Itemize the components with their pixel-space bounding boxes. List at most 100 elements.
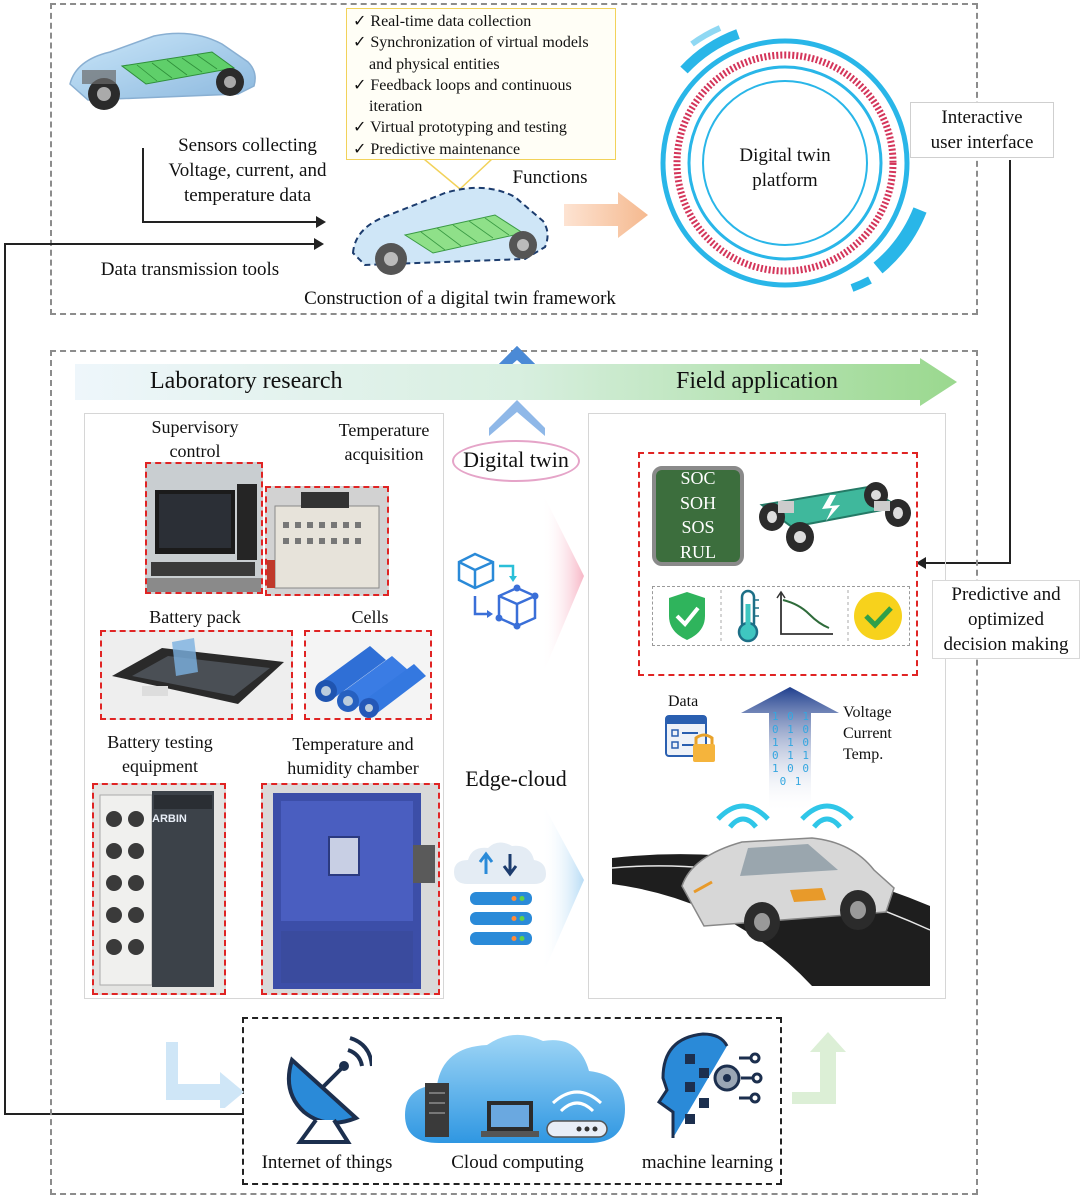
platform-label: Digital twin platform xyxy=(725,143,845,193)
enabling-technologies-box xyxy=(242,1017,782,1185)
thermometer-icon xyxy=(737,589,759,643)
temperature-acquisition-photo xyxy=(265,486,389,596)
digital-twin-oval xyxy=(452,440,580,482)
field-dashboard xyxy=(638,452,918,676)
battery-pack-photo xyxy=(100,630,293,720)
function-item: and physical entities xyxy=(369,55,500,73)
twin-flow-arrow xyxy=(542,492,584,676)
arbin-brand: ARBIN xyxy=(152,813,187,825)
signal-current: Current xyxy=(843,725,892,742)
interactive-line-2: user interface xyxy=(930,132,1034,153)
faint-up-arrow xyxy=(792,1032,846,1104)
binary-row: 0 1 0 xyxy=(771,723,811,736)
digital-twin-car-illustration xyxy=(351,186,549,275)
supervisory-line-2: control xyxy=(169,441,221,461)
digital-twin-platform-rings xyxy=(660,25,927,292)
wifi-signal-icon xyxy=(800,803,854,829)
function-item: ✓ Real-time data collection xyxy=(353,13,532,30)
interactive-line-1: Interactive xyxy=(941,107,1023,128)
predictive-line-3: decision making xyxy=(943,634,1069,655)
framework-label: Construction of a digital twin framework xyxy=(304,288,616,309)
signal-temp: Temp. xyxy=(843,746,884,763)
supervisory-control-photo xyxy=(145,462,263,594)
transmission-loop-line xyxy=(4,238,324,1115)
chamber-photo xyxy=(261,783,440,995)
battery-state-panel xyxy=(652,466,744,566)
state-soh: SOH xyxy=(679,492,716,513)
secure-data-icon xyxy=(665,715,715,762)
interactive-to-decision-line xyxy=(916,160,1011,569)
lab-research-title: Laboratory research xyxy=(150,368,343,394)
supervisory-label: Supervisory control xyxy=(140,415,250,463)
satellite-dish-icon xyxy=(287,1036,372,1144)
chamber-line-2: humidity chamber xyxy=(287,758,419,778)
sensors-line-1: Sensors collecting xyxy=(178,135,317,156)
battery-testing-label: Battery testing equipment xyxy=(92,730,228,778)
data-upload-beam xyxy=(741,687,839,813)
battery-pack-label: Battery pack xyxy=(149,607,241,627)
cloud-computing-icon xyxy=(405,1034,625,1143)
sensor-arrow xyxy=(142,148,326,228)
data-transmission-label: Data transmission tools xyxy=(100,259,280,280)
state-sos: SOS xyxy=(681,517,715,537)
predictive-line-2: optimized xyxy=(968,609,1044,630)
field-panel xyxy=(588,413,946,999)
functions-list: ✓ Real-time data collection ✓ Synchroniz… xyxy=(346,8,616,160)
interactive-ui-box: Interactive user interface xyxy=(910,102,1054,158)
binary-row: 1 0 0 xyxy=(771,762,811,775)
strip-dividers xyxy=(720,590,849,642)
ev-chassis-illustration xyxy=(69,32,256,110)
machine-learning-label: machine learning xyxy=(641,1152,774,1173)
edge-flow-arrow xyxy=(542,802,584,976)
functions-to-platform-arrow xyxy=(564,192,648,238)
shield-check-icon xyxy=(669,592,705,640)
state-soc: SOC xyxy=(680,468,716,488)
check-circle-icon xyxy=(854,592,902,640)
status-icon-strip xyxy=(652,586,910,646)
digital-twin-label: Digital twin xyxy=(463,447,569,472)
predictive-line-1: Predictive and xyxy=(951,584,1061,605)
temp-acq-line-1: Temperature xyxy=(338,420,430,440)
function-item: ✓ Virtual prototyping and testing xyxy=(353,119,567,137)
functions-label: Functions xyxy=(512,167,588,188)
platform-line-2: platform xyxy=(752,170,818,191)
temp-acq-line-2: acquisition xyxy=(344,444,424,464)
field-application-title: Field application xyxy=(676,368,838,394)
cells-photo xyxy=(304,630,432,720)
state-rul: RUL xyxy=(680,541,716,562)
cloud-server-icon xyxy=(454,842,546,945)
binary-row: 1 0 1 xyxy=(771,710,811,723)
binary-row: 0 1 xyxy=(779,775,803,788)
function-item: ✓ Predictive maintenance xyxy=(353,140,521,158)
sensors-line-3: temperature data xyxy=(183,185,312,206)
temperature-acq-label: Temperature acquisition xyxy=(328,418,440,466)
battery-testing-line-1: Battery testing xyxy=(107,732,213,752)
ev-skateboard-icon xyxy=(759,482,911,552)
degradation-curve-icon xyxy=(776,590,833,635)
cloud-computing-label: Cloud computing xyxy=(451,1152,584,1173)
binary-row: 1 1 0 xyxy=(771,736,811,749)
sensors-label: Sensors collecting Voltage, current, and… xyxy=(145,133,350,208)
platform-line-1: Digital twin xyxy=(739,145,831,166)
cells-label: Cells xyxy=(351,607,389,627)
signal-list: Voltage Current Temp. xyxy=(843,702,892,765)
lab-panel xyxy=(84,413,444,999)
function-item: iteration xyxy=(369,98,423,116)
state-list: SOC SOH SOS RUL xyxy=(652,466,744,564)
supervisory-line-1: Supervisory xyxy=(151,417,239,437)
research-to-field-band xyxy=(75,358,957,406)
battery-testing-line-2: equipment xyxy=(122,756,198,776)
iot-label: Internet of things xyxy=(261,1152,393,1173)
predictive-decision-box: Predictive and optimized decision making xyxy=(932,580,1080,659)
data-label: Data xyxy=(668,693,699,710)
signal-voltage: Voltage xyxy=(843,704,892,721)
sensors-line-2: Voltage, current, and xyxy=(168,160,327,181)
chamber-label: Temperature and humidity chamber xyxy=(272,732,434,780)
function-item: ✓ Feedback loops and continuous xyxy=(353,76,572,94)
battery-testing-photo xyxy=(92,783,226,995)
faint-right-arrow xyxy=(166,1042,244,1108)
function-item: ✓ Synchronization of virtual models xyxy=(353,34,589,52)
binary-stream: 1 0 1 0 1 0 1 1 0 0 1 1 1 0 0 0 1 xyxy=(761,710,821,788)
road-car-illustration xyxy=(612,837,931,986)
cube-network-icon xyxy=(457,552,539,630)
